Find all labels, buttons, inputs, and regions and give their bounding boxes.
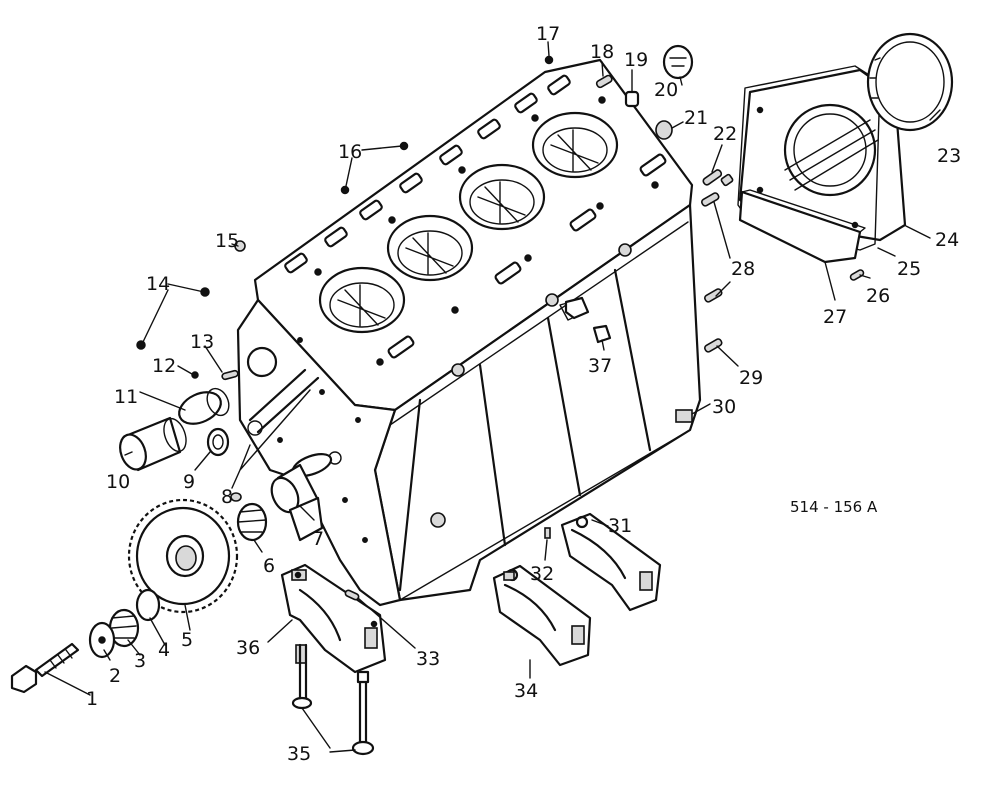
callout-29: 29 — [739, 367, 763, 389]
callout-27: 27 — [823, 306, 847, 328]
callout-25: 25 — [897, 258, 921, 280]
callout-5: 5 — [181, 629, 193, 651]
bore-2 — [386, 214, 474, 282]
callout-19: 19 — [624, 49, 648, 71]
part-22-stud — [702, 169, 723, 186]
rear-seal-strip — [738, 190, 862, 264]
callout-36: 36 — [236, 637, 260, 659]
callout-12: 12 — [152, 355, 176, 377]
callout-24: 24 — [935, 229, 959, 251]
part-5-idler-gear — [127, 498, 239, 614]
rear-oil-seal-ring — [866, 32, 954, 132]
callout-33: 33 — [416, 648, 440, 670]
main-bearing-caps — [280, 512, 662, 756]
part-20-core-plug — [662, 44, 694, 80]
front-hole-2 — [319, 389, 325, 395]
bore-4 — [531, 111, 619, 179]
part-12-plug — [191, 371, 199, 379]
bore-3 — [458, 163, 546, 231]
leader-lines — [44, 41, 941, 753]
part-8-stud-a — [248, 368, 307, 422]
part-6-bearing — [230, 492, 268, 542]
part-32-dowel — [544, 527, 551, 539]
part-15-plug — [234, 240, 246, 252]
callout-31: 31 — [608, 515, 632, 537]
part-2-retaining-washer — [88, 621, 116, 659]
part-26-dowel — [849, 269, 865, 281]
side-nut — [564, 296, 590, 320]
small-parts — [10, 44, 865, 694]
part-36-front-cap — [280, 563, 387, 674]
part-28-dowel-upper — [701, 192, 720, 207]
callout-labels: 1 2 3 4 5 6 7 8 9 10 11 12 13 14 15 16 1… — [86, 23, 961, 765]
part-19-plug — [624, 90, 640, 108]
callout-34: 34 — [514, 680, 538, 702]
callout-17: 17 — [536, 23, 560, 45]
callout-18: 18 — [590, 41, 614, 63]
callout-1: 1 — [86, 688, 98, 710]
front-hole-4 — [355, 417, 361, 423]
callout-15: 15 — [215, 230, 239, 252]
part-10-bush — [119, 416, 187, 472]
callout-3: 3 — [134, 650, 146, 672]
callout-11: 11 — [114, 386, 138, 408]
figure-reference-code: 514 - 156 A — [790, 498, 878, 516]
callout-7: 7 — [312, 528, 324, 550]
part-7-idler-shaft — [270, 453, 333, 542]
callout-8: 8 — [221, 486, 233, 508]
callout-30: 30 — [712, 396, 736, 418]
callout-6: 6 — [263, 555, 275, 577]
callout-23: 23 — [937, 145, 961, 167]
front-hole-5 — [342, 497, 348, 503]
rear-plate-bore — [783, 103, 877, 197]
front-hole-3 — [277, 437, 283, 443]
head-bolt-holes — [314, 96, 659, 366]
deck-water-ports — [284, 74, 667, 359]
part-21-plug — [655, 120, 673, 140]
callout-22: 22 — [713, 123, 737, 145]
part-14-plug-b — [136, 340, 146, 350]
callout-2: 2 — [109, 665, 121, 687]
callout-16: 16 — [338, 141, 362, 163]
callout-9: 9 — [183, 471, 195, 493]
callout-35: 35 — [287, 743, 311, 765]
part-1-bolt — [10, 642, 80, 694]
part-17-plug — [544, 55, 554, 65]
part-29-dowel — [704, 338, 723, 353]
front-bore-large — [246, 346, 278, 378]
front-hole-1 — [297, 337, 303, 343]
rear-seal-housing — [737, 32, 954, 264]
bore-1 — [318, 266, 406, 334]
callout-32: 32 — [530, 563, 554, 585]
callout-10: 10 — [106, 471, 130, 493]
callout-28: 28 — [731, 258, 755, 280]
callout-4: 4 — [158, 639, 170, 661]
part-30-pad — [675, 409, 693, 423]
callout-20: 20 — [654, 79, 678, 101]
callout-21: 21 — [684, 107, 708, 129]
callout-14: 14 — [146, 273, 170, 295]
part-11-bush — [178, 387, 230, 425]
callout-26: 26 — [866, 285, 890, 307]
part-13-dowel — [221, 369, 239, 381]
part-8-stud-b — [256, 376, 320, 434]
block-side-ribs — [389, 204, 691, 601]
part-9-bearing — [206, 427, 230, 457]
part-4-thrust-washer — [135, 588, 161, 622]
part-28-dowel-lower — [704, 288, 723, 303]
part-37-plug — [592, 324, 612, 344]
front-hole-6 — [362, 537, 368, 543]
callout-37: 37 — [588, 355, 612, 377]
callout-13: 13 — [190, 331, 214, 353]
part-3-roller-bearing — [108, 608, 140, 648]
cylinder-bores — [318, 111, 619, 334]
part-16-plug-b — [340, 185, 350, 195]
part-35-cap-bolts — [291, 643, 375, 756]
cylinder-block — [236, 58, 702, 607]
part-34-main-cap — [492, 564, 592, 667]
part-31-main-cap — [560, 512, 662, 612]
part-18-dowel — [595, 74, 613, 89]
